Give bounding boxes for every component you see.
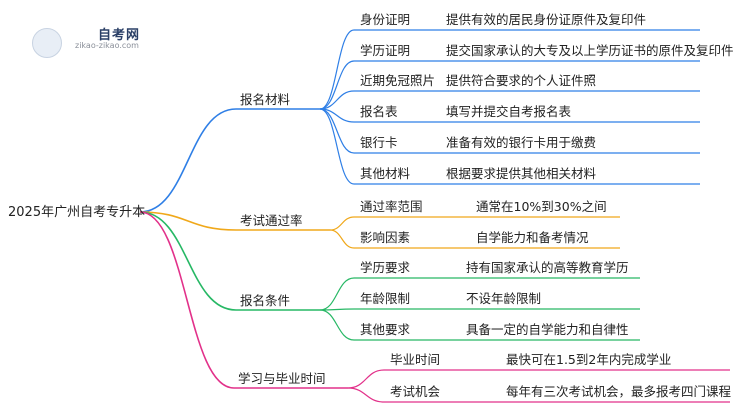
item-desc: 提供有效的居民身份证原件及复印件 <box>446 12 646 27</box>
item-link <box>329 229 355 249</box>
item-node: 毕业时间 <box>390 352 440 367</box>
root-node: 2025年广州自考专升本 <box>8 205 145 220</box>
item-link <box>347 387 385 403</box>
item-node: 学历要求 <box>360 260 411 275</box>
branch-node: 报名材料 <box>240 92 291 107</box>
item-link <box>319 277 355 311</box>
item-link <box>329 216 355 231</box>
item-link <box>319 309 355 341</box>
item-link <box>319 108 355 185</box>
branch-link <box>139 108 237 213</box>
item-desc: 最快可在1.5到2年内完成学业 <box>506 352 671 367</box>
branch-node: 报名条件 <box>240 293 290 308</box>
logo-title: 自考网 <box>98 28 141 43</box>
item-node: 银行卡 <box>360 135 398 150</box>
item-desc: 提供符合要求的个人证件照 <box>446 73 596 88</box>
item-node: 考试机会 <box>390 384 441 399</box>
item-desc: 准备有效的银行卡用于缴费 <box>446 135 596 150</box>
item-link <box>319 29 355 110</box>
branch-link <box>139 211 237 311</box>
item-node: 近期免冠照片 <box>360 73 435 88</box>
site-logo: 自考网 zikao-zikao.com <box>28 8 178 58</box>
branch-link <box>139 211 235 389</box>
item-node: 通过率范围 <box>360 199 423 214</box>
mindmap-links <box>139 29 730 403</box>
mindmap-nodes: 2025年广州自考专升本 报名材料 身份证明 提供有效的居民身份证原件及复印件学历证明… <box>8 12 734 399</box>
item-desc: 每年有三次考试机会，最多报考四门课程 <box>506 384 732 399</box>
item-desc: 具备一定的自学能力和自律性 <box>466 322 629 337</box>
item-link <box>347 369 385 389</box>
item-node: 影响因素 <box>360 230 410 245</box>
item-desc: 根据要求提供其他相关材料 <box>446 166 597 181</box>
branch-node: 学习与毕业时间 <box>238 371 326 386</box>
logo-emblem-icon <box>32 28 62 58</box>
item-desc: 不设年龄限制 <box>466 291 541 306</box>
item-node: 其他材料 <box>360 166 411 181</box>
item-desc: 通常在10%到30%之间 <box>476 199 607 214</box>
item-link <box>319 60 355 110</box>
item-desc: 持有国家承认的高等教育学历 <box>466 260 629 275</box>
item-desc: 自学能力和备考情况 <box>476 230 589 245</box>
item-link <box>319 90 355 110</box>
item-desc: 填写并提交自考报名表 <box>446 104 572 119</box>
item-node: 身份证明 <box>360 12 410 27</box>
logo-url: zikao-zikao.com <box>75 41 139 50</box>
item-node: 报名表 <box>360 104 398 119</box>
item-node: 其他要求 <box>360 322 411 337</box>
item-node: 学历证明 <box>360 43 410 58</box>
item-node: 年龄限制 <box>360 291 410 306</box>
branch-link <box>139 211 237 231</box>
item-desc: 提交国家承认的大专及以上学历证书的原件及复印件 <box>446 43 734 58</box>
branch-node: 考试通过率 <box>240 213 303 228</box>
